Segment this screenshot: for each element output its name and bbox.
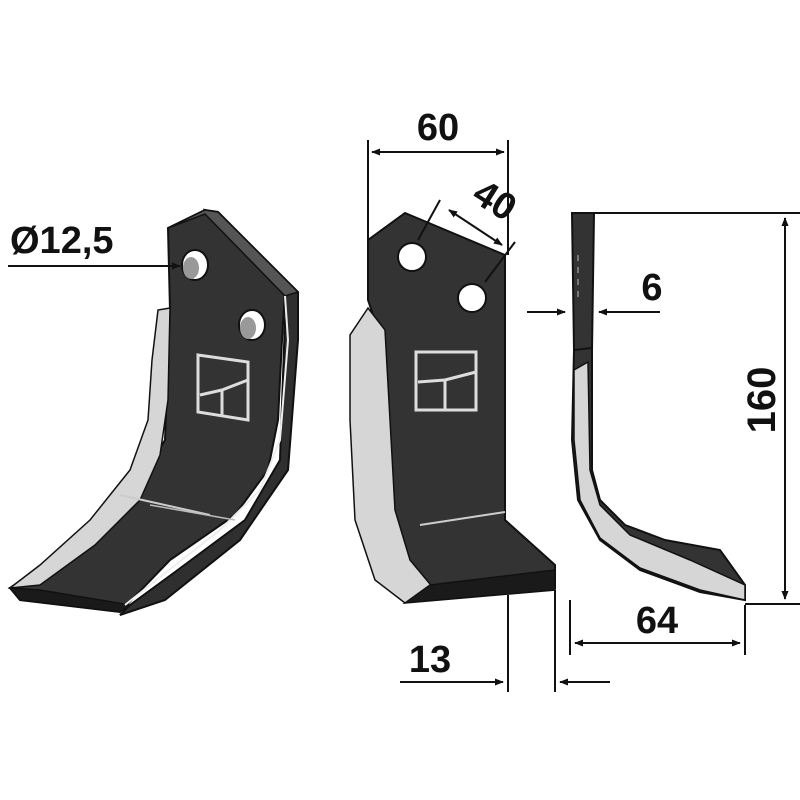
hole-diameter-label: Ø12,5 <box>10 220 114 262</box>
blade-left-thickness <box>119 208 299 616</box>
blade-side-view <box>570 212 746 602</box>
blade-side-shank <box>570 212 596 351</box>
thickness-label: 6 <box>641 267 662 309</box>
blade-left-view <box>7 208 300 616</box>
blade-front-hole-upper <box>397 242 427 272</box>
dimension-lines <box>8 140 800 692</box>
bend-depth-label: 64 <box>636 600 678 642</box>
height-label: 160 <box>740 367 784 434</box>
blade-side-bevel <box>573 360 746 601</box>
square-logo-icon <box>196 353 250 422</box>
blade-left-face <box>8 208 287 614</box>
width-label: 60 <box>417 107 459 149</box>
square-logo-icon <box>414 350 478 412</box>
blade-front-view <box>349 211 556 604</box>
blade-front-hole-lower <box>457 283 487 313</box>
offset-label: 13 <box>409 639 451 681</box>
blade-left-bevel <box>7 307 171 590</box>
hole-spacing-label: 40 <box>465 172 523 230</box>
